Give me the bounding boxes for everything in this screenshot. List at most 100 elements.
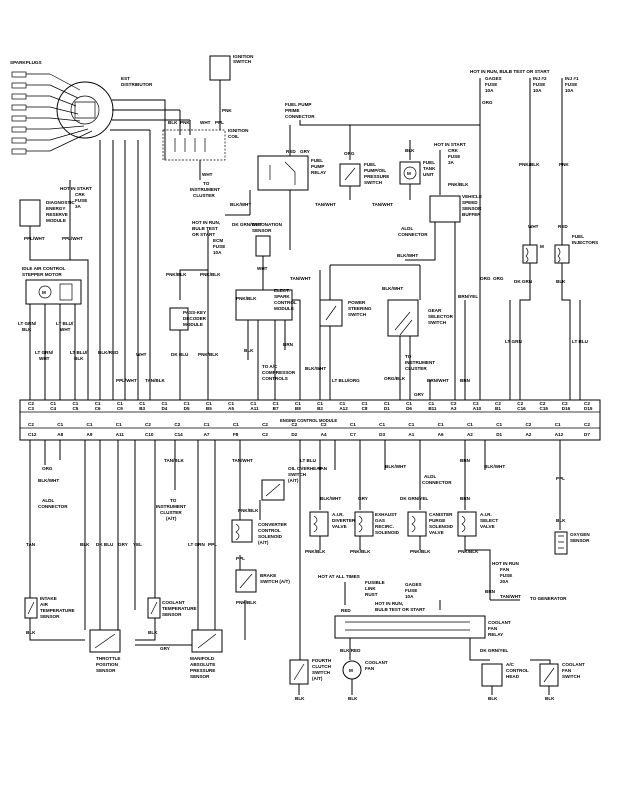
svg-text:LT BLU/: LT BLU/ xyxy=(70,350,88,355)
svg-text:FUEL: FUEL xyxy=(572,234,584,239)
ignition-coil xyxy=(162,129,226,161)
ecm-top-connector: C1 xyxy=(273,401,279,406)
ecm-bottom-connector: C2 xyxy=(525,422,531,427)
svg-text:PNK/BLK: PNK/BLK xyxy=(236,600,257,605)
svg-text:HEAD: HEAD xyxy=(506,674,520,679)
ecm-bottom-connector: C1 xyxy=(555,422,561,427)
svg-text:GRY: GRY xyxy=(160,646,170,651)
svg-text:SENSOR: SENSOR xyxy=(190,674,210,679)
svg-text:WHT: WHT xyxy=(528,224,539,229)
svg-text:ALDL: ALDL xyxy=(42,498,54,503)
ecm-top-connector: C1 xyxy=(228,401,234,406)
svg-text:M: M xyxy=(42,290,46,295)
ecm-bottom-connector: C1 xyxy=(438,422,444,427)
svg-text:CONVERTER: CONVERTER xyxy=(258,522,288,527)
svg-text:ORG/BLK: ORG/BLK xyxy=(384,376,406,381)
gear-selector-switch xyxy=(387,299,419,337)
svg-text:10A: 10A xyxy=(213,250,222,255)
svg-text:ABSOLUTE: ABSOLUTE xyxy=(190,662,215,667)
svg-text:BLK: BLK xyxy=(22,327,32,332)
svg-text:BRAKE: BRAKE xyxy=(260,573,276,578)
svg-text:COMPRESSOR: COMPRESSOR xyxy=(262,370,296,375)
svg-text:LT GRN/: LT GRN/ xyxy=(35,350,54,355)
vss-buffer xyxy=(429,195,461,223)
svg-text:SPARK: SPARK xyxy=(274,294,290,299)
svg-text:WHT: WHT xyxy=(136,352,147,357)
svg-text:COIL: COIL xyxy=(228,134,239,139)
svg-text:CLUSTER: CLUSTER xyxy=(160,510,182,515)
svg-text:ALDL: ALDL xyxy=(424,474,436,479)
svg-text:PNK/BLK: PNK/BLK xyxy=(458,549,479,554)
svg-text:BLK: BLK xyxy=(545,696,555,701)
ecm-top-connector: C2 xyxy=(28,401,34,406)
svg-text:CONTROL: CONTROL xyxy=(506,668,529,673)
svg-text:OIL OVERHEAT: OIL OVERHEAT xyxy=(288,466,322,471)
svg-text:PASS-KEY: PASS-KEY xyxy=(183,310,206,315)
svg-text:HOT IN RUN: HOT IN RUN xyxy=(492,561,519,566)
svg-text:SOLENOID: SOLENOID xyxy=(258,534,283,539)
ecm-bottom-pin: C14 xyxy=(174,432,183,437)
svg-text:GRY: GRY xyxy=(358,496,368,501)
svg-text:UNIT: UNIT xyxy=(423,172,434,177)
ecm-top-connector: C1 xyxy=(206,401,212,406)
svg-text:ECM: ECM xyxy=(213,238,223,243)
svg-text:TO A/C: TO A/C xyxy=(262,364,278,369)
ecm-bottom-connector: C1 xyxy=(496,422,502,427)
svg-text:PRESSURE: PRESSURE xyxy=(364,174,389,179)
ecm-top-pin: D15 xyxy=(584,406,593,411)
ecm-bottom-connector: C1 xyxy=(116,422,122,427)
svg-text:BLK: BLK xyxy=(556,279,566,284)
diagnostic-energy-reserve-module xyxy=(19,199,41,227)
svg-text:STEERING: STEERING xyxy=(348,306,372,311)
svg-text:FUSE: FUSE xyxy=(533,82,545,87)
ecm-top-pin: D16 xyxy=(562,406,571,411)
svg-text:SWITCH: SWITCH xyxy=(348,312,367,317)
svg-text:SELECTOR: SELECTOR xyxy=(428,314,454,319)
ecm-top-pin: B7 xyxy=(273,406,279,411)
svg-text:VEHICLE: VEHICLE xyxy=(462,194,482,199)
svg-text:BLK: BLK xyxy=(244,348,254,353)
svg-text:A.I.R.: A.I.R. xyxy=(332,512,344,517)
ecm-bottom-pin: D2 xyxy=(291,432,297,437)
svg-text:BLK: BLK xyxy=(148,630,158,635)
svg-text:SENSOR: SENSOR xyxy=(162,612,182,617)
ecm-bottom-pin: A4 xyxy=(321,432,327,437)
svg-text:DK BLU: DK BLU xyxy=(96,542,114,547)
converter-clutch-solenoid xyxy=(231,519,253,543)
svg-text:SWITCH: SWITCH xyxy=(233,59,252,64)
ecm-label: ENGINE CONTROL MODULE xyxy=(280,418,337,423)
svg-text:BLK/WHT: BLK/WHT xyxy=(382,286,403,291)
ecm-bottom-pin: D3 xyxy=(379,432,385,437)
svg-text:MANIFOLD: MANIFOLD xyxy=(190,656,215,661)
svg-text:BLK/RED: BLK/RED xyxy=(98,350,119,355)
svg-text:PNK/BLK: PNK/BLK xyxy=(236,296,257,301)
svg-text:ORG: ORG xyxy=(493,276,504,281)
ecm-top-pin: C16 xyxy=(517,406,526,411)
ecm-bottom-connector: C1 xyxy=(204,422,210,427)
svg-text:CANISTER: CANISTER xyxy=(429,512,453,517)
svg-text:IGNITION: IGNITION xyxy=(228,128,249,133)
ecm-top-connector: C1 xyxy=(139,401,145,406)
ecm-top-pin: B8 xyxy=(295,406,301,411)
ecm-top-pin: C15 xyxy=(540,406,549,411)
svg-text:PUMP: PUMP xyxy=(311,164,324,169)
svg-text:ENERGY: ENERGY xyxy=(46,206,65,211)
ecm-bottom-connector: C2 xyxy=(291,422,297,427)
svg-text:20A: 20A xyxy=(500,579,509,584)
ecm-top-connector: C2 xyxy=(451,401,457,406)
svg-text:FUEL: FUEL xyxy=(364,162,376,167)
svg-text:ORG: ORG xyxy=(480,276,491,281)
svg-text:CLUSTER: CLUSTER xyxy=(193,193,215,198)
svg-text:TAN/WHT: TAN/WHT xyxy=(290,276,311,281)
svg-text:SWITCH: SWITCH xyxy=(562,674,581,679)
ecm-bottom-connector: C2 xyxy=(321,422,327,427)
ecm-bottom-pin: C7 xyxy=(350,432,356,437)
svg-text:SWITCH: SWITCH xyxy=(428,320,447,325)
svg-text:RESERVE: RESERVE xyxy=(46,212,68,217)
ecm-top-connector: C1 xyxy=(406,401,412,406)
esc-module xyxy=(235,289,293,321)
svg-text:INSTRUMENT: INSTRUMENT xyxy=(156,504,186,509)
ecm-top-pin: A11 xyxy=(250,406,259,411)
svg-text:TAN: TAN xyxy=(318,466,328,471)
